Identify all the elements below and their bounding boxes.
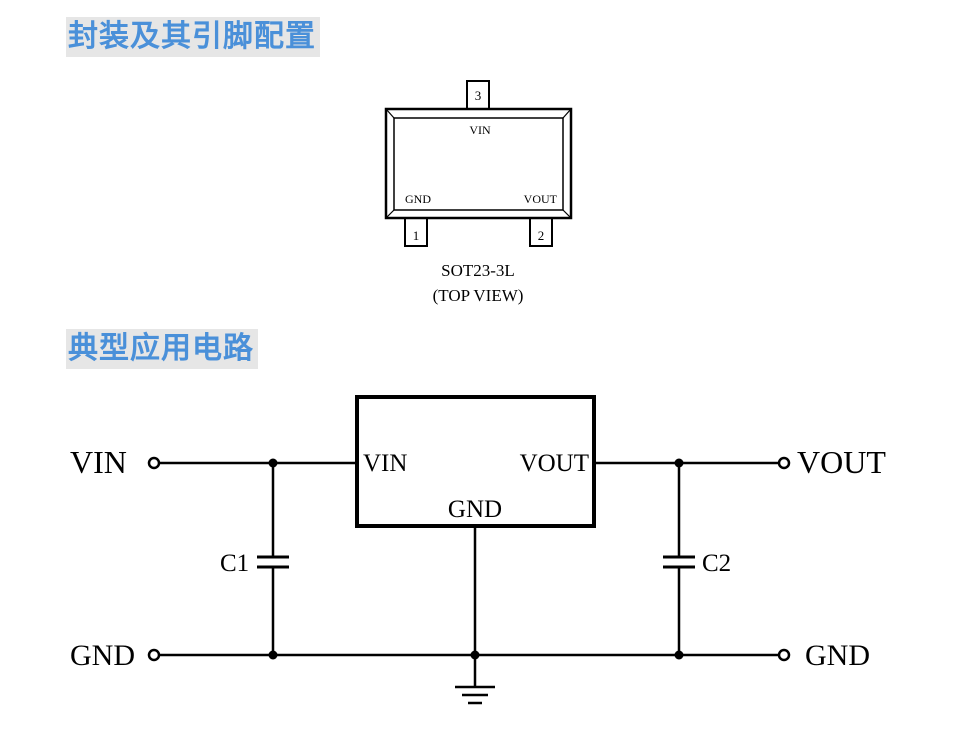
pin-1-label: GND [405,192,431,206]
pin-2-lead [529,217,553,247]
package-corner-tl [385,108,395,119]
junction-dot-vin-c1 [268,458,278,468]
pin-3-number: 3 [475,88,482,103]
input-gnd-label: GND [70,639,135,672]
package-name: SOT23-3L [441,261,515,280]
output-vout-label: VOUT [797,444,886,480]
junction-dot-gnd-c2 [674,650,684,660]
ic-vout-label: VOUT [520,450,589,477]
output-gnd-label: GND [805,639,870,672]
package-corner-tr [562,108,572,119]
pin-2-label: VOUT [524,192,558,206]
package-body-inner [393,117,564,211]
ic-gnd-label: GND [448,496,502,523]
sot23-package-diagram [384,80,573,247]
vin-input-terminal [147,456,161,470]
package-corner-bl [385,209,395,219]
package-corner-br [562,209,572,219]
c2-label: C2 [702,550,731,577]
junction-dot-gnd-c1 [268,650,278,660]
pin-3-label: VIN [469,123,491,137]
pin-2-number: 2 [538,228,545,243]
pin-1-number: 1 [413,228,420,243]
input-vin-label: VIN [70,444,127,480]
section-heading-package: 封装及其引脚配置 [66,17,320,57]
vout-output-terminal [777,456,791,470]
section-heading-circuit: 典型应用电路 [66,329,258,369]
junction-dot-vout-c2 [674,458,684,468]
ic-vin-label: VIN [363,450,407,477]
gnd-input-terminal [147,648,161,662]
pin-1-lead [404,217,428,247]
pin-3-lead [466,80,490,110]
c1-label: C1 [220,550,249,577]
package-view: (TOP VIEW) [433,286,524,305]
gnd-output-terminal [777,648,791,662]
junction-dot-gnd-ic [470,650,480,660]
